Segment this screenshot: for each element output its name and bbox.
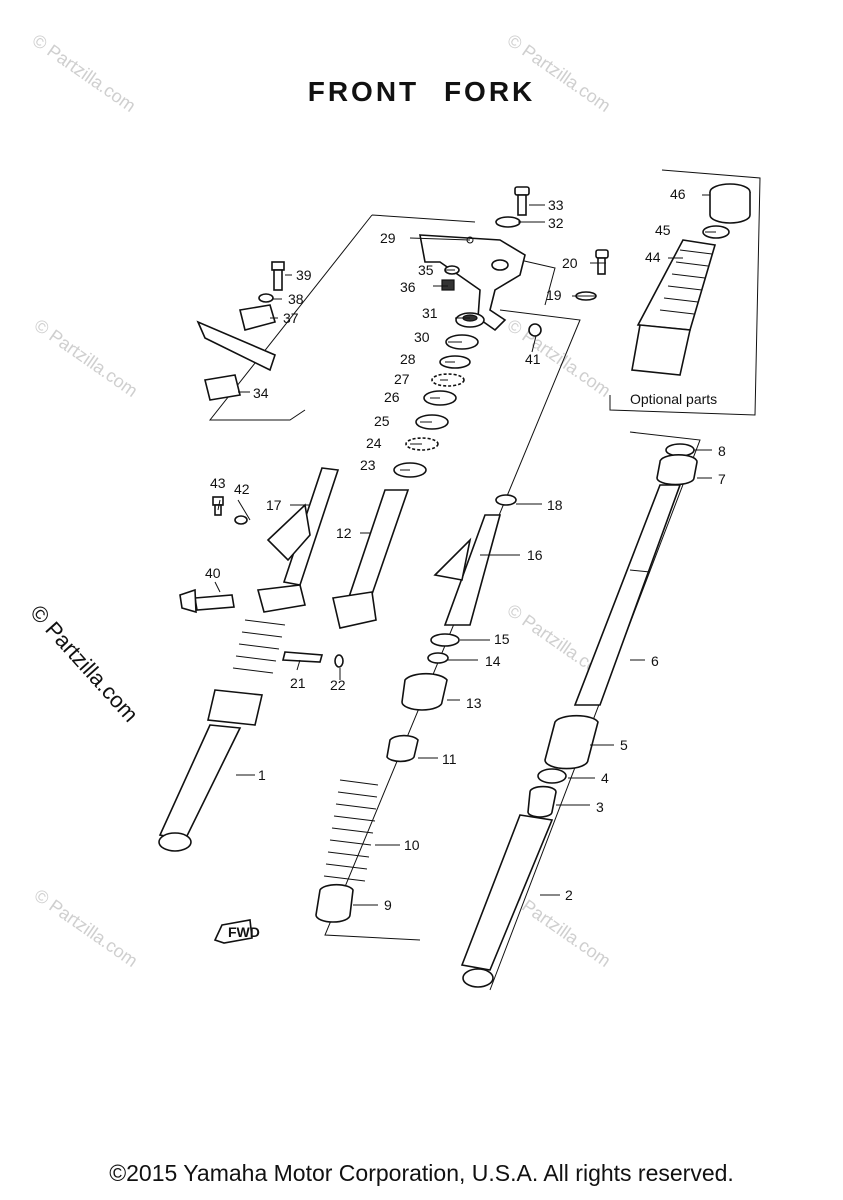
part-2-outer-tube: [460, 814, 554, 988]
part-11-guide: [386, 734, 419, 763]
part-33-bolt: [514, 186, 530, 216]
part-44-fork-boot: [631, 239, 717, 376]
part-41-cap: [528, 323, 542, 337]
callout-2: 2: [565, 887, 573, 903]
assembly-line-left: [519, 259, 556, 306]
callout-13: 13: [466, 695, 482, 711]
part-5-slide: [544, 714, 599, 770]
callout-36: 36: [400, 279, 416, 295]
part-3-collar: [527, 785, 557, 818]
part-17-inner-tube: [266, 467, 340, 586]
callout-41: 41: [525, 351, 541, 367]
assembly-line-right: [489, 431, 701, 991]
callout-6: 6: [651, 653, 659, 669]
callout-25: 25: [374, 413, 390, 429]
part-38-washer: [258, 293, 274, 303]
callout-34: 34: [253, 385, 269, 401]
callout-44: 44: [645, 249, 661, 265]
part-14-washer: [427, 652, 449, 664]
part-13-seat: [401, 672, 448, 711]
callout-17: 17: [266, 497, 282, 513]
part-36-nut: [441, 279, 455, 291]
handlebar: [196, 320, 276, 372]
part-1-fork-assembly: [158, 584, 306, 852]
part-42-washer: [234, 515, 248, 525]
part-29-bracket: [419, 234, 526, 332]
part-40-pin: [179, 588, 235, 614]
callout-22: 22: [330, 677, 346, 693]
part-15-seal: [430, 633, 460, 647]
part-18-oring: [495, 494, 517, 506]
callout-9: 9: [384, 897, 392, 913]
callout-35: 35: [418, 262, 434, 278]
part-12-stem: [332, 489, 410, 629]
part-10-spring: [323, 779, 379, 882]
callout-33: 33: [548, 197, 564, 213]
page-title: FRONT FORK: [307, 76, 536, 107]
optional-parts-label: Optional parts: [630, 391, 717, 407]
callout-43: 43: [210, 475, 226, 491]
callout-29: 29: [380, 230, 396, 246]
part-32-washer: [495, 216, 521, 228]
callout-21: 21: [290, 675, 306, 691]
part-20-bolt: [595, 249, 609, 275]
part-4-circlip: [537, 768, 567, 784]
callout-19: 19: [546, 287, 562, 303]
callout-10: 10: [404, 837, 420, 853]
callout-45: 45: [655, 222, 671, 238]
callout-30: 30: [414, 329, 430, 345]
callout-31: 31: [422, 305, 438, 321]
callout-46: 46: [670, 186, 686, 202]
part-37-holder: [239, 304, 276, 331]
callout-38: 38: [288, 291, 304, 307]
forward-arrow-icon: FWD: [213, 919, 260, 944]
callout-28: 28: [400, 351, 416, 367]
fwd-label: FWD: [228, 924, 260, 940]
callout-3: 3: [596, 799, 604, 815]
callout-24: 24: [366, 435, 382, 451]
part-7-bushing: [656, 454, 698, 486]
part-39-bolt: [271, 261, 285, 291]
callout-23: 23: [360, 457, 376, 473]
callout-18: 18: [547, 497, 563, 513]
callout-32: 32: [548, 215, 564, 231]
callout-16: 16: [527, 547, 543, 563]
callout-20: 20: [562, 255, 578, 271]
callout-26: 26: [384, 389, 400, 405]
part-22-washer: [334, 654, 344, 668]
callout-39: 39: [296, 267, 312, 283]
callout-12: 12: [336, 525, 352, 541]
part-21-bolt: [281, 651, 324, 663]
callout-5: 5: [620, 737, 628, 753]
callout-11: 11: [442, 751, 457, 767]
callout-1: 1: [258, 767, 266, 783]
leader-lines: [214, 194, 716, 906]
assembly-line-upper: [208, 214, 476, 421]
callout-7: 7: [718, 471, 726, 487]
part-16-outer-tube: [433, 514, 502, 626]
callout-27: 27: [394, 371, 410, 387]
callout-8: 8: [718, 443, 726, 459]
exploded-parts-diagram: Optional parts: [158, 169, 761, 991]
part-31-nut: [455, 312, 485, 328]
callout-14: 14: [485, 653, 501, 669]
callout-37: 37: [283, 310, 299, 326]
assembly-line-stem: [324, 309, 581, 941]
part-43-bolt: [212, 496, 224, 516]
callout-4: 4: [601, 770, 609, 786]
optional-parts-box: [609, 169, 761, 416]
part-34-holder: [204, 374, 241, 401]
copyright-notice: ©2015 Yamaha Motor Corporation, U.S.A. A…: [109, 1160, 734, 1186]
part-46-cap: [709, 183, 751, 224]
callout-42: 42: [234, 481, 250, 497]
callout-15: 15: [494, 631, 510, 647]
part-6-inner-tube: [573, 484, 682, 706]
part-9-cup: [315, 883, 354, 923]
callout-40: 40: [205, 565, 221, 581]
